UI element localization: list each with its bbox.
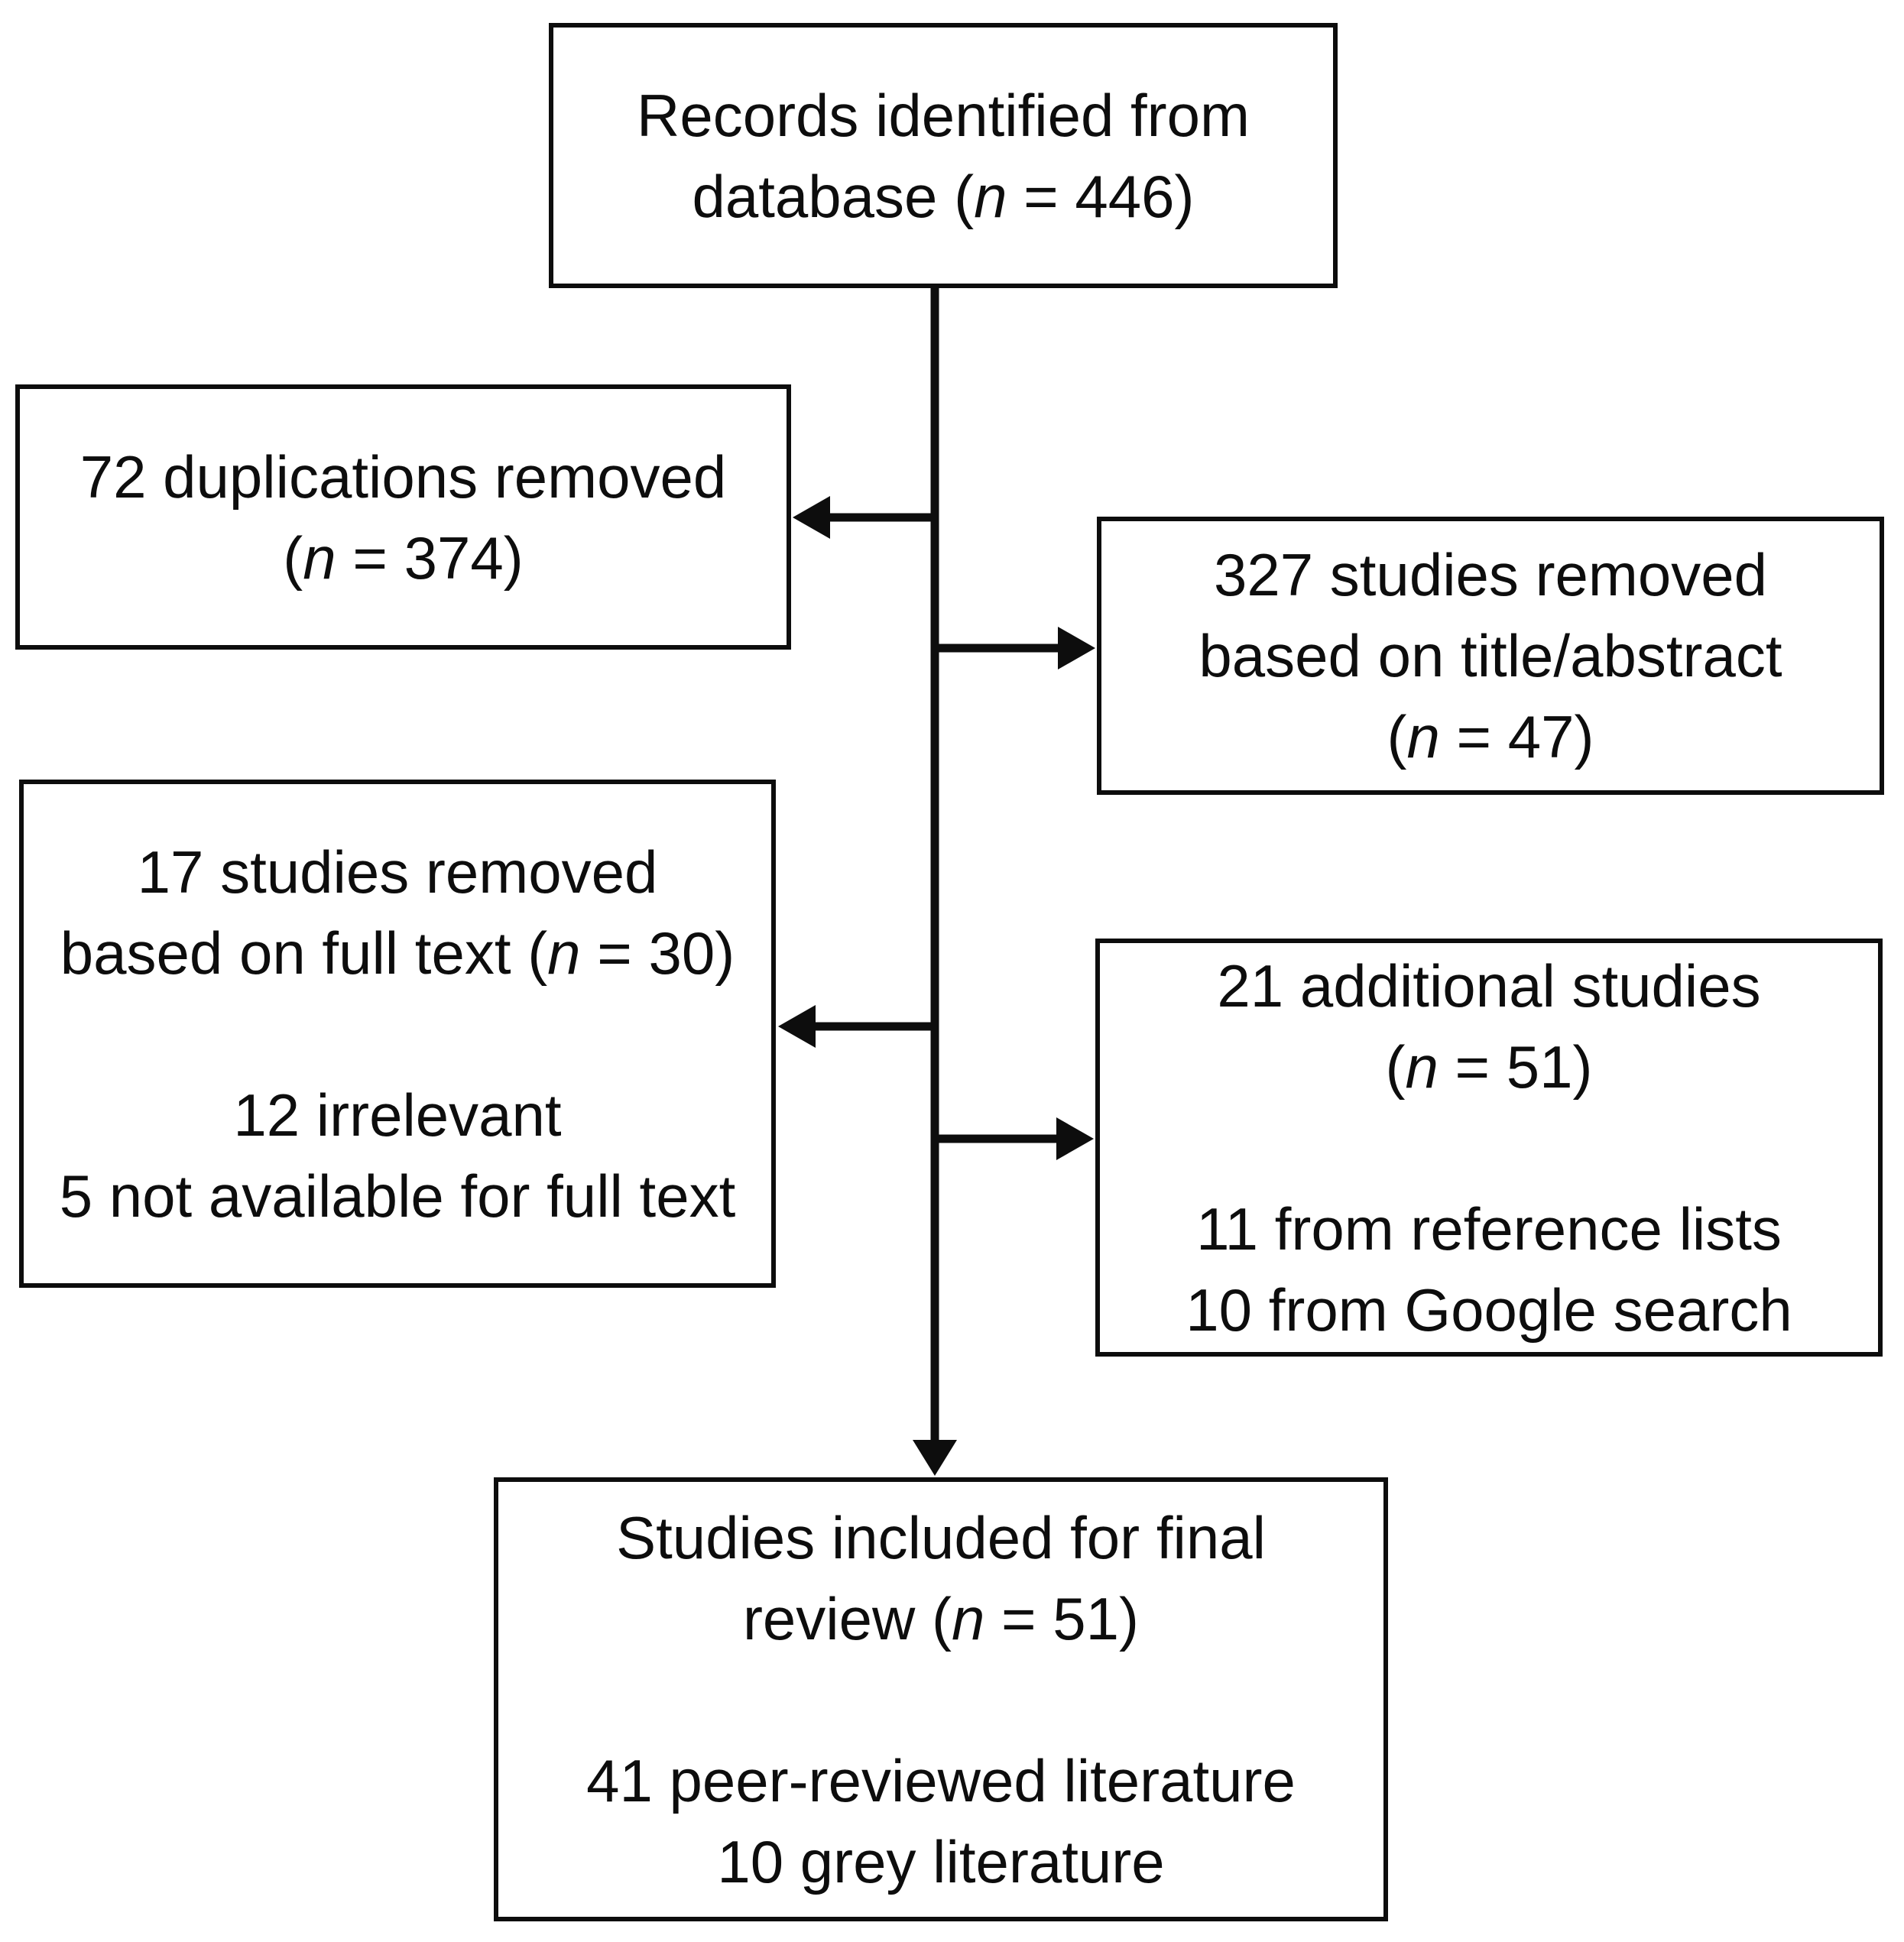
italic-n: n xyxy=(974,162,1007,230)
box-text-line: 11 from reference lists xyxy=(1196,1195,1782,1263)
box-text-line: 72 duplications removed xyxy=(79,443,727,511)
box-text-line: (n = 47) xyxy=(1387,696,1594,777)
text-segment: = 51) xyxy=(984,1584,1140,1652)
italic-n: n xyxy=(1405,1033,1439,1101)
text-segment: = 374) xyxy=(336,524,524,592)
text-segment: = 47) xyxy=(1439,703,1594,770)
arrowhead-right-to-title-abstract xyxy=(1058,627,1095,669)
box-included-final-review: Studies included for final review (n = 5… xyxy=(494,1477,1388,1921)
box-text-line: based on title/abstract xyxy=(1199,622,1782,689)
arrowhead-left-to-duplications xyxy=(793,496,830,539)
box-text-line: 41 peer-reviewed literature xyxy=(586,1746,1296,1814)
text-segment: based on full text ( xyxy=(60,919,548,987)
box-records-identified: Records identified from database (n = 44… xyxy=(549,23,1338,288)
box-text-line: 327 studies removed xyxy=(1213,541,1768,608)
italic-n: n xyxy=(952,1584,985,1652)
box-text-line: 10 from Google search xyxy=(1186,1276,1792,1344)
text-segment: = 446) xyxy=(1007,162,1195,230)
text-segment: = 51) xyxy=(1438,1033,1593,1101)
text-segment: ( xyxy=(283,524,303,592)
box-text-line: 12 irrelevant xyxy=(233,1081,562,1149)
text-segment: ( xyxy=(1385,1033,1406,1101)
arrowhead-right-to-additional xyxy=(1056,1117,1094,1160)
arrowhead-down-to-final-review xyxy=(913,1440,957,1476)
italic-n: n xyxy=(303,524,336,592)
box-text-line: Records identified from xyxy=(636,81,1250,149)
text-segment: ( xyxy=(1387,703,1407,770)
box-text-line: 10 grey literature xyxy=(717,1827,1165,1895)
box-text-line: (n = 374) xyxy=(283,517,523,598)
box-text-line: Studies included for final xyxy=(616,1503,1266,1571)
box-text-line: based on full text (n = 30) xyxy=(60,913,735,994)
box-duplications-removed: 72 duplications removed (n = 374) xyxy=(15,384,791,650)
arrowhead-left-to-full-text xyxy=(778,1005,816,1048)
box-title-abstract-removed: 327 studies removed based on title/abstr… xyxy=(1097,517,1884,795)
text-segment: = 30) xyxy=(580,919,735,987)
italic-n: n xyxy=(1406,703,1440,770)
box-text-line: database (n = 446) xyxy=(692,156,1194,237)
box-additional-studies: 21 additional studies (n = 51) 11 from r… xyxy=(1095,939,1883,1357)
text-segment: database ( xyxy=(692,162,975,230)
box-text-line: (n = 51) xyxy=(1385,1026,1592,1107)
box-full-text-removed: 17 studies removed based on full text (n… xyxy=(19,780,776,1288)
box-text-line: 17 studies removed xyxy=(137,838,658,906)
italic-n: n xyxy=(547,919,581,987)
box-text-line: review (n = 51) xyxy=(743,1578,1139,1659)
text-segment: review ( xyxy=(742,1584,952,1652)
box-text-line: 21 additional studies xyxy=(1217,952,1761,1020)
box-text-line: 5 not available for full text xyxy=(59,1162,736,1230)
